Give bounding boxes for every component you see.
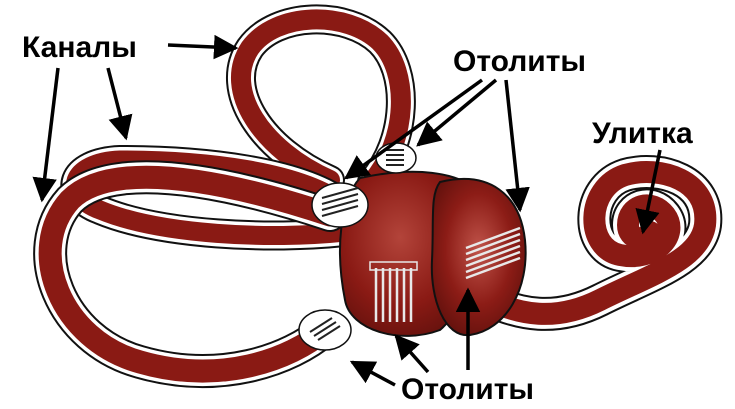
label-cochlea: Улитка: [592, 117, 693, 150]
ampulla-upper: [312, 183, 368, 227]
ampulla-lower: [299, 310, 351, 350]
label-otoliths-top: Отолиты: [453, 45, 586, 78]
arrow-otoliths-top-3: [506, 80, 520, 210]
label-canals: Каналы: [22, 31, 137, 64]
ampulla-top: [376, 143, 416, 173]
label-otoliths-bottom: Отолиты: [401, 373, 534, 406]
arrow-canals-lateral: [108, 68, 126, 138]
arrow-otoliths-top-2: [418, 80, 496, 145]
arrow-otoliths-bottom-2: [396, 336, 428, 372]
arrow-canals-posterior: [42, 68, 58, 200]
arrow-canals-superior: [168, 45, 236, 48]
arrow-otoliths-bottom-1: [352, 362, 395, 385]
